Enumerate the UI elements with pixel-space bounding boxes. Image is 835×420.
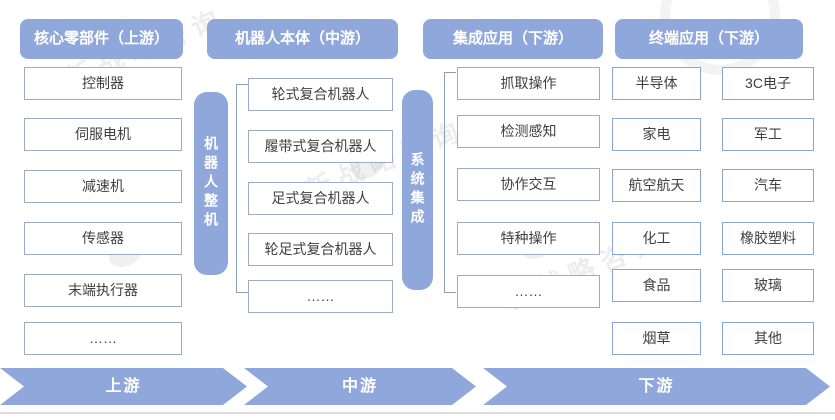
industry-box: 3C电子 (722, 67, 814, 100)
side-bar-system-integration: 系统集成 (402, 90, 433, 290)
industry-box: 其他 (722, 322, 814, 355)
component-box: 减速机 (24, 170, 182, 203)
component-box: 传感器 (24, 222, 182, 255)
industry-box: 玻璃 (722, 269, 814, 302)
robot-type-box: 足式复合机器人 (248, 182, 393, 215)
bracket-robot-body (236, 84, 248, 293)
robot-type-box: 轮式复合机器人 (248, 78, 393, 111)
industry-box: 烟草 (612, 322, 701, 355)
stage-banner-downstream: 下游 (483, 368, 830, 405)
column-header-integrated-applications: 集成应用（下游） (423, 19, 603, 59)
application-box: 抓取操作 (457, 67, 600, 100)
application-box: …… (457, 275, 600, 308)
robot-type-box: …… (248, 280, 393, 313)
robot-type-box: 轮足式复合机器人 (248, 233, 393, 266)
component-box: 伺服电机 (24, 118, 182, 151)
stage-banner-upstream: 上游 (0, 368, 247, 405)
industry-box: 汽车 (722, 169, 814, 202)
bracket-integrated-applications (444, 72, 456, 293)
industry-box: 军工 (722, 118, 814, 151)
industry-box: 航空航天 (612, 169, 701, 202)
industry-box: 半导体 (612, 67, 701, 100)
application-box: 特种操作 (457, 222, 600, 255)
side-bar-robot-assembly: 机器人整机 (194, 92, 228, 275)
column-header-robot-body: 机器人本体（中游） (207, 19, 398, 59)
component-box: 末端执行器 (24, 274, 182, 307)
component-box: …… (24, 322, 182, 355)
column-header-core-components: 核心零部件（上游） (20, 19, 183, 59)
industry-box: 化工 (612, 222, 701, 255)
application-box: 检测感知 (457, 115, 600, 148)
industry-box: 橡胶塑料 (722, 222, 814, 255)
application-box: 协作交互 (457, 168, 600, 201)
industry-box: 家电 (612, 118, 701, 151)
column-header-end-applications: 终端应用（下游） (615, 19, 803, 59)
component-box: 控制器 (24, 67, 182, 100)
robot-type-box: 履带式复合机器人 (248, 130, 393, 163)
industry-box: 食品 (612, 269, 701, 302)
bottom-divider (0, 412, 835, 414)
stage-banner-midstream: 中游 (244, 368, 476, 405)
